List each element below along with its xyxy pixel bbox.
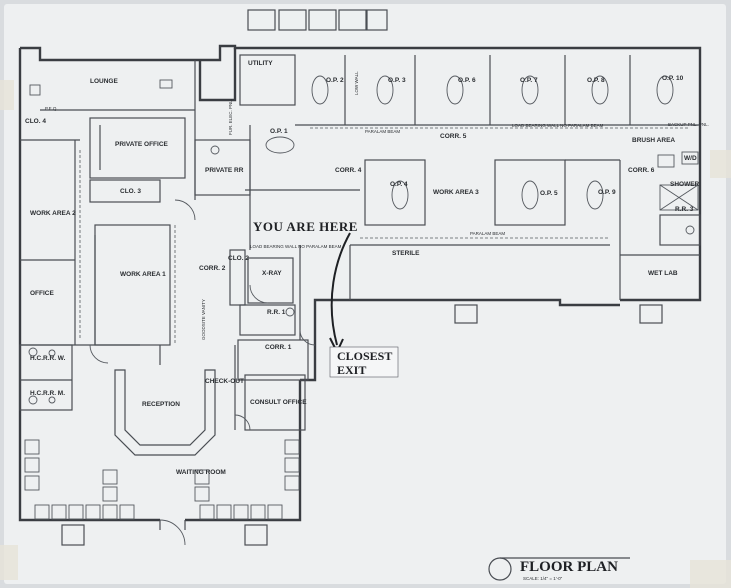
- label-private-office: PRIVATE OFFICE: [115, 141, 169, 148]
- note-fur-elec: FUR. ELEC. PNL.: [228, 99, 233, 135]
- label-wd: W/D: [684, 155, 697, 162]
- note-paralam-top: PARALAM BEAM: [365, 129, 400, 134]
- label-reception: RECEPTION: [142, 401, 180, 408]
- label-xray: X-RAY: [262, 270, 282, 277]
- paper-sheet: [4, 4, 726, 584]
- label-op-3: O.P. 3: [388, 77, 406, 84]
- label-wet-lab: WET LAB: [648, 270, 678, 277]
- label-work-area-1: WORK AREA 1: [120, 271, 166, 278]
- label-waiting-room: WAITING ROOM: [176, 469, 226, 476]
- label-sterile: STERILE: [392, 250, 420, 257]
- door-swings: [89, 199, 316, 546]
- label-hcrr-m: H.C.R.R. M.: [30, 390, 65, 397]
- label-corr-6: CORR. 6: [628, 167, 655, 174]
- tape-bottom-left: [0, 545, 18, 580]
- floor-plan-title: FLOOR PLAN: [520, 559, 618, 575]
- note-p-eq: P.E.Q.: [45, 106, 58, 111]
- label-corr-4: CORR. 4: [335, 167, 362, 174]
- note-paralam-center: PARALAM BEAM: [470, 231, 505, 236]
- tape-bottom-right: [690, 560, 731, 588]
- label-hcrr-w: H.C.R.R. W.: [30, 355, 66, 362]
- note-load-bearing-center: LOAD BEARING WALL NO PARALAM BEAM: [250, 244, 342, 249]
- beam-lines: [79, 127, 690, 345]
- label-op-7: O.P. 7: [520, 77, 538, 84]
- label-rr-3: R.R. 3: [675, 206, 694, 213]
- waiting-seats: [24, 439, 300, 520]
- label-corr-1: CORR. 1: [265, 344, 292, 351]
- tape-right: [710, 150, 731, 178]
- label-shower: SHOWER: [670, 181, 700, 188]
- floor-plan-scale: SCALE: 1/4" = 1'-0": [523, 576, 563, 581]
- label-rr-1: R.R. 1: [267, 309, 286, 316]
- label-clo-3: CLO. 3: [120, 188, 141, 195]
- label-lounge: LOUNGE: [90, 78, 118, 85]
- label-check-out: CHECK-OUT: [205, 378, 244, 385]
- exterior-walls: [18, 44, 702, 522]
- closest-exit-tag: [329, 346, 399, 378]
- label-op-5: O.P. 5: [540, 190, 558, 197]
- note-load-bearing-top: LOAD BEARING WALL NO PARALAM BEAM: [512, 123, 604, 128]
- reception-desk: [114, 369, 216, 456]
- label-op-10: O.P. 10: [662, 75, 684, 82]
- label-private-rr: PRIVATE RR: [205, 167, 244, 174]
- label-office: OFFICE: [30, 290, 54, 297]
- label-clo-4: CLO. 4: [25, 118, 46, 125]
- label-corr-2: CORR. 2: [199, 265, 226, 272]
- entry-steps: [61, 304, 663, 546]
- plumbing-fixtures: [28, 79, 699, 405]
- dental-chairs: [265, 75, 674, 210]
- label-work-area-3: WORK AREA 3: [433, 189, 479, 196]
- label-brush-area: BRUSH AREA: [632, 137, 675, 144]
- label-corr-5: CORR. 5: [440, 133, 467, 140]
- interior-walls: [19, 54, 701, 431]
- label-op-1: O.P. 1: [270, 128, 288, 135]
- label-op-6: O.P. 6: [458, 77, 476, 84]
- title-block-boxes: [247, 9, 388, 31]
- label-clo-2: CLO. 2: [228, 255, 249, 262]
- label-utility: UTILITY: [248, 60, 273, 67]
- note-vanity: GOODSITE VANITY: [201, 299, 206, 340]
- you-are-here-label: YOU ARE HERE: [253, 219, 358, 234]
- you-are-here-arrow-icon: [330, 232, 351, 346]
- closest-exit-line-1: CLOSEST: [337, 349, 392, 363]
- tape-top-left: [0, 80, 14, 110]
- label-op-2: O.P. 2: [326, 77, 344, 84]
- label-op-4: O.P. 4: [390, 181, 408, 188]
- label-consult-office: CONSULT OFFICE: [250, 399, 307, 406]
- note-backup-panel: BACKUP PNL. PNL.: [668, 122, 709, 127]
- label-op-9: O.P. 9: [598, 189, 616, 196]
- closest-exit-line-2: EXIT: [337, 363, 366, 377]
- note-low-wall: LOW WALL: [354, 71, 359, 95]
- label-work-area-2: WORK AREA 2: [30, 210, 76, 217]
- label-op-8: O.P. 8: [587, 77, 605, 84]
